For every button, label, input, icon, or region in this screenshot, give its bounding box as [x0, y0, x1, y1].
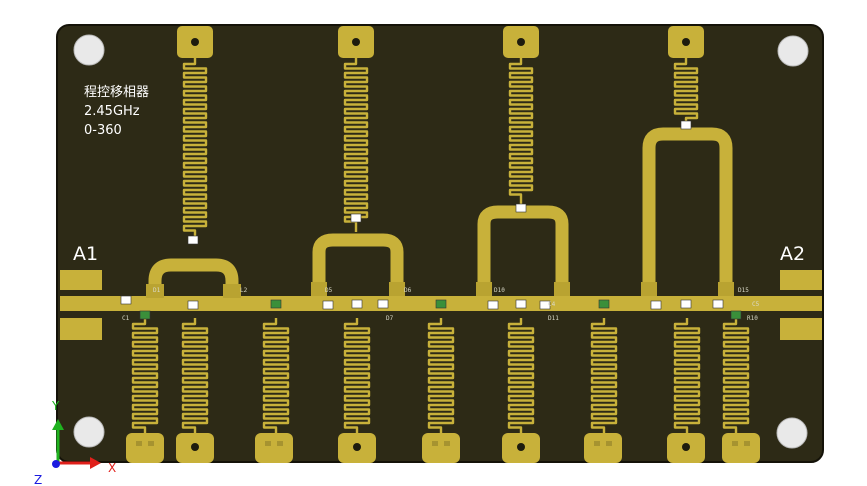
via-hole: [682, 38, 690, 46]
meander-choke: [343, 58, 369, 232]
smd-part: [377, 299, 389, 309]
smd-part: [539, 300, 551, 310]
silkscreen-labels: C1 D1 L2 D5 D6 D7 D10 D11 C4 D15 C5 R10: [122, 287, 760, 322]
smd-part: [712, 299, 724, 309]
label-c5: C5: [752, 301, 760, 308]
via-hole: [191, 443, 199, 451]
smd-part: [435, 299, 447, 309]
meander-choke: [182, 58, 208, 240]
axis-z-label: Z: [34, 473, 42, 486]
axis-y-arrow: [52, 419, 64, 430]
meander-choke: [343, 318, 371, 438]
label-d7: D7: [386, 315, 394, 322]
label-c4: C4: [548, 301, 556, 308]
smd-part: [187, 235, 199, 245]
smd-components: [120, 120, 742, 320]
bias-meanders: [131, 58, 750, 438]
bias-pad: [584, 433, 622, 463]
via-hole: [353, 443, 361, 451]
via-hole: [352, 38, 360, 46]
delay-loop-2: [312, 233, 404, 290]
port-a1-label: A1: [73, 243, 98, 265]
port-a2-label: A2: [780, 243, 805, 265]
delay-loop-1: [148, 258, 239, 296]
via-hole: [682, 443, 690, 451]
label-c1: C1: [122, 315, 130, 322]
smd-part: [598, 299, 610, 309]
pad-mark: [136, 441, 142, 446]
label-d5: D5: [325, 287, 333, 294]
smd-part: [120, 295, 132, 305]
meander-choke: [507, 318, 535, 438]
meander-choke: [673, 58, 699, 128]
bias-pad: [422, 433, 460, 463]
label-d15: D15: [738, 287, 749, 294]
delay-loop-4: [642, 127, 733, 290]
label-d1: D1: [153, 287, 161, 294]
smd-part: [515, 299, 527, 309]
axis-triad[interactable]: X Y Z: [34, 399, 116, 486]
smd-part: [270, 299, 282, 309]
meander-choke: [181, 318, 209, 438]
meander-choke: [131, 318, 159, 438]
smd-part: [487, 300, 499, 310]
label-l2: L2: [240, 287, 248, 294]
axis-x-arrow: [90, 457, 101, 469]
via-hole: [517, 38, 525, 46]
smd-part: [650, 300, 662, 310]
rf-port-pads: [60, 270, 822, 340]
label-d6: D6: [404, 287, 412, 294]
loop-end-pads: [146, 282, 734, 298]
label-d10: D10: [494, 287, 505, 294]
board-title: 程控移相器: [84, 85, 149, 100]
pad-mark: [744, 441, 750, 446]
board-frequency: 2.45GHz: [84, 104, 140, 119]
label-r10: R10: [747, 315, 758, 322]
delay-line-loops: [148, 127, 733, 296]
meander-choke: [590, 318, 618, 438]
axis-origin: [52, 460, 60, 468]
via-hole: [191, 38, 199, 46]
mounting-hole: [73, 416, 105, 448]
via-hole: [517, 443, 525, 451]
meander-choke: [262, 318, 290, 438]
bottom-control-pads: [126, 433, 760, 463]
meander-choke: [673, 318, 701, 438]
bias-pad: [255, 433, 293, 463]
pad-mark: [432, 441, 438, 446]
board-range: 0-360: [84, 123, 122, 138]
smd-part: [351, 299, 363, 309]
smd-part: [139, 310, 151, 320]
pad-mark: [444, 441, 450, 446]
label-d11: D11: [548, 315, 559, 322]
mounting-hole: [777, 35, 809, 67]
bias-pad: [722, 433, 760, 463]
smd-part: [680, 120, 692, 130]
pad-mark: [732, 441, 738, 446]
axis-y-label: Y: [51, 399, 60, 413]
smd-part: [515, 203, 527, 213]
pad-mark: [148, 441, 154, 446]
pad-mark: [606, 441, 612, 446]
smd-part: [680, 299, 692, 309]
mounting-holes: [73, 34, 809, 449]
smd-part: [350, 213, 362, 223]
bias-pad: [126, 433, 164, 463]
meander-choke: [427, 318, 455, 438]
smd-part: [322, 300, 334, 310]
mounting-hole: [776, 417, 808, 449]
meander-choke: [508, 58, 534, 205]
meander-choke: [722, 318, 750, 438]
pad-mark: [277, 441, 283, 446]
axis-x-label: X: [108, 461, 116, 475]
smd-part: [187, 300, 199, 310]
pad-mark: [594, 441, 600, 446]
top-control-pads: [177, 26, 704, 58]
pad-mark: [265, 441, 271, 446]
mounting-hole: [73, 34, 105, 66]
smd-part: [730, 310, 742, 320]
